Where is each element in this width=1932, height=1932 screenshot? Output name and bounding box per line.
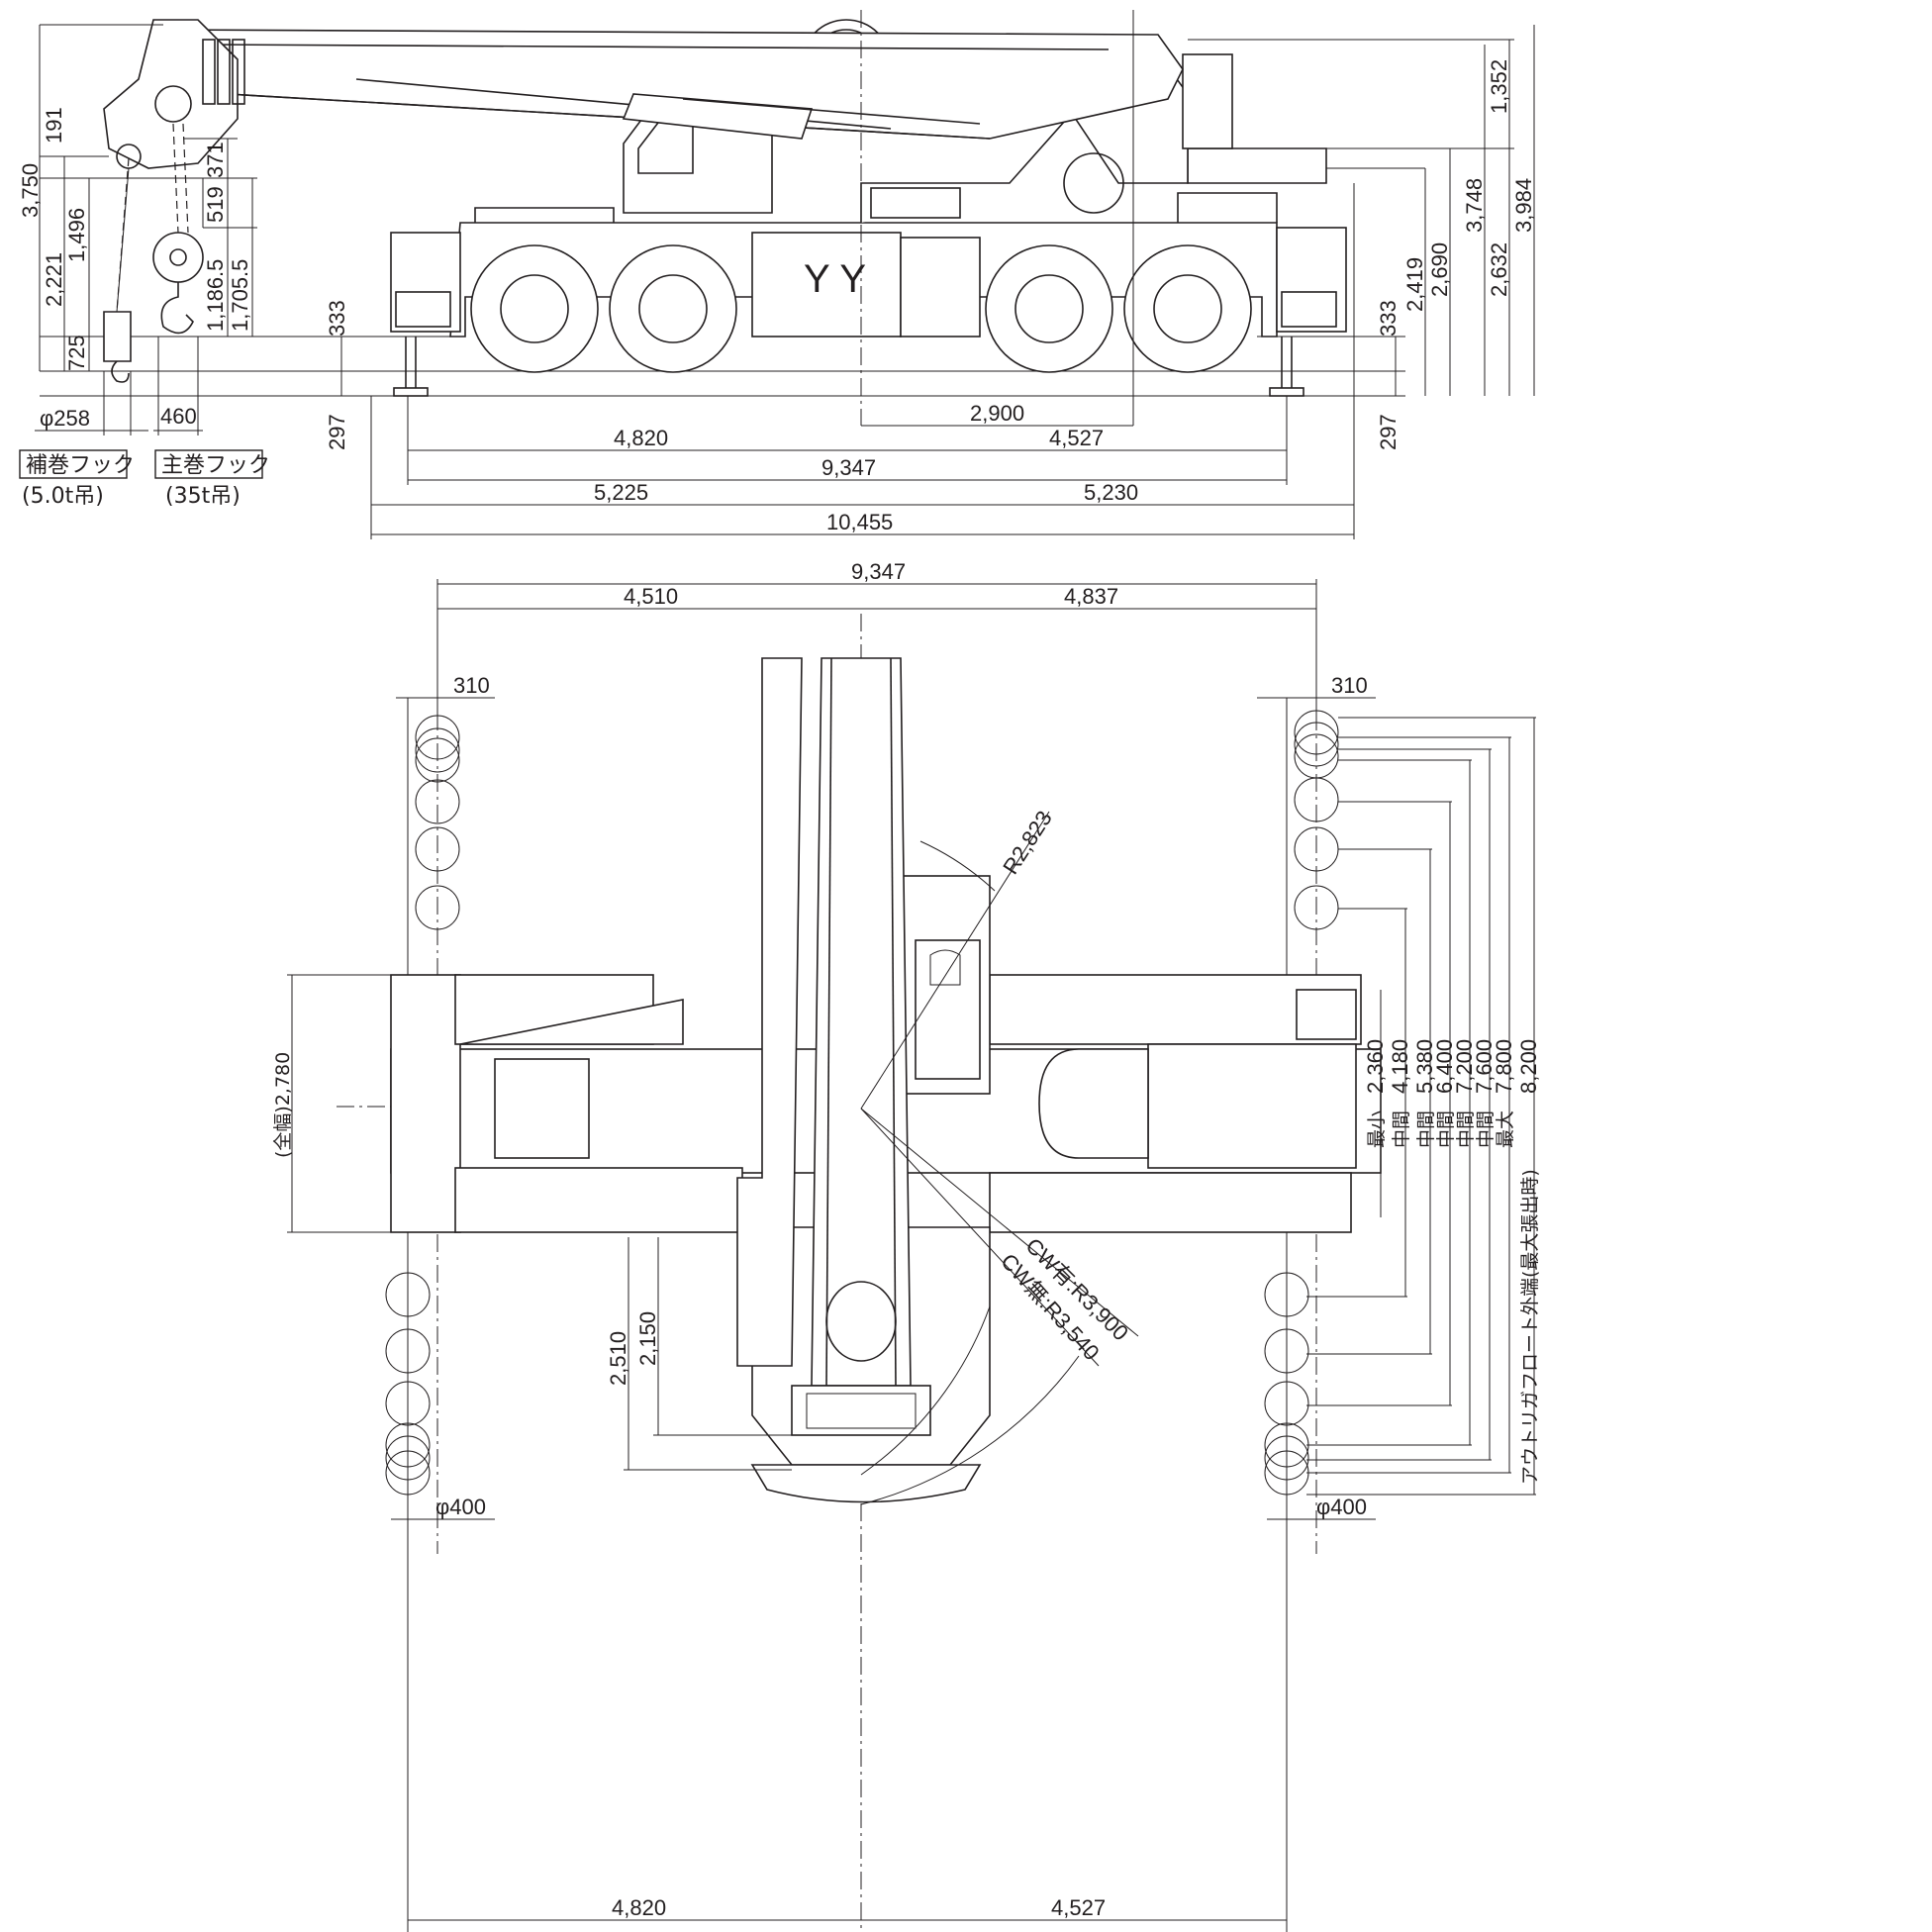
outrigger-value-2: 4,180	[1388, 1039, 1412, 1094]
dim-297-right: 297	[1376, 414, 1401, 450]
dim-phi400-left: φ400	[435, 1495, 486, 1519]
dim-310-left: 310	[453, 673, 490, 698]
dim-phi400-right: φ400	[1316, 1495, 1367, 1519]
aux-hook-capacity: (5.0t吊)	[22, 484, 104, 509]
outrigger-value-8: 8,200	[1516, 1039, 1541, 1094]
dim-2419: 2,419	[1402, 257, 1427, 312]
outrigger-value-1: 2,360	[1363, 1039, 1388, 1094]
dim-3748: 3,748	[1462, 178, 1487, 233]
aux-hook-icon	[111, 360, 130, 383]
dim-9347-side: 9,347	[821, 455, 876, 480]
dim-2510: 2,510	[606, 1331, 630, 1386]
outrigger-label-2: 中間	[1391, 1111, 1412, 1148]
dim-4527-side: 4,527	[1049, 426, 1104, 450]
dim-2900: 2,900	[970, 401, 1024, 426]
hooks-side	[103, 123, 204, 383]
wheel-4	[1123, 244, 1252, 373]
dim-4820-top: 4,820	[612, 1895, 666, 1920]
outrigger-span-dims	[1306, 717, 1536, 1496]
wheels	[470, 244, 1252, 373]
wheel-1	[470, 244, 599, 373]
outrigger-label-4: 中間	[1435, 1111, 1457, 1148]
boom	[103, 19, 1184, 169]
outrigger-value-4: 6,400	[1432, 1039, 1457, 1094]
outrigger-value-7: 7,800	[1492, 1039, 1516, 1094]
dim-1496: 1,496	[64, 208, 89, 262]
dim-2632: 2,632	[1487, 242, 1511, 297]
dim-9347-top: 9,347	[851, 559, 906, 584]
dim-1186: 1,186.5	[203, 259, 228, 332]
side-view: Y Y	[18, 10, 1536, 539]
dim-3984: 3,984	[1511, 178, 1536, 233]
outrigger-label-5: 中間	[1455, 1111, 1477, 1148]
main-hook-capacity: (35t吊)	[165, 484, 241, 509]
dim-2221: 2,221	[42, 252, 66, 307]
dim-1705: 1,705.5	[228, 259, 252, 332]
dim-2150: 2,150	[635, 1311, 660, 1366]
main-hook-icon	[160, 282, 194, 335]
dim-371: 371	[203, 142, 228, 178]
outrigger-label-7: 最大	[1495, 1111, 1516, 1148]
outrigger-label-8: アウトリガフロート外端(最大張出時)	[1519, 1169, 1541, 1485]
main-hook-block	[152, 232, 204, 283]
outrigger-floats-left-lower	[385, 1272, 431, 1496]
wheel-2	[609, 244, 737, 373]
dim-r2823: R2,823	[998, 807, 1057, 879]
dim-191: 191	[42, 107, 66, 144]
outrigger-value-3: 5,380	[1412, 1039, 1437, 1094]
dim-5225: 5,225	[594, 480, 648, 505]
dim-4527-top: 4,527	[1051, 1895, 1106, 1920]
outrigger-floats-left-upper	[415, 715, 460, 930]
dim-310-right: 310	[1331, 673, 1368, 698]
dim-phi258: φ258	[40, 406, 90, 431]
outrigger-value-5: 7,200	[1452, 1039, 1477, 1094]
dim-333-right: 333	[1376, 300, 1401, 337]
dim-2690: 2,690	[1427, 242, 1452, 297]
top-view: 9,347 4,510 4,837 310 310	[272, 559, 1541, 1932]
dim-1352: 1,352	[1487, 59, 1511, 114]
side-horizontal-dims: 2,900 4,820 4,527 9,347 5,225 5,230 10,4…	[371, 401, 1354, 535]
dim-3750: 3,750	[18, 163, 43, 218]
dim-4510: 4,510	[624, 584, 678, 609]
dim-4837: 4,837	[1064, 584, 1118, 609]
dim-333-left: 333	[325, 300, 349, 337]
main-hook-label: 主巻フック	[161, 453, 270, 478]
dim-4820-side: 4,820	[614, 426, 668, 450]
dim-5230: 5,230	[1084, 480, 1138, 505]
outrigger-label-1: 最小	[1366, 1111, 1388, 1148]
dim-10455: 10,455	[826, 510, 893, 534]
outrigger-span-labels: 2,360 最小 4,180 中間 5,380 中間 6,400 中間 7,20…	[1363, 1039, 1541, 1485]
dim-460: 460	[160, 404, 197, 429]
side-right-dims: 1,352 2,419 2,690 3,748 2,632 3,984	[1188, 25, 1536, 396]
dim-overall-width: (全幅)2,780	[272, 1052, 294, 1158]
dim-725: 725	[64, 335, 89, 371]
dim-519: 519	[203, 186, 228, 223]
body-mark: Y Y	[804, 257, 866, 301]
aux-hook-block	[103, 311, 132, 362]
aux-hook-label: 補巻フック	[26, 453, 135, 478]
outrigger-label-3: 中間	[1415, 1111, 1437, 1148]
wheel-3	[985, 244, 1113, 373]
boom-top	[736, 657, 931, 1436]
outrigger-value-6: 7,600	[1472, 1039, 1497, 1094]
outrigger-label-6: 中間	[1475, 1111, 1497, 1148]
swing-radius-arcs	[860, 811, 1139, 1505]
dim-297-left: 297	[325, 414, 349, 450]
sheave-stack	[202, 39, 245, 105]
